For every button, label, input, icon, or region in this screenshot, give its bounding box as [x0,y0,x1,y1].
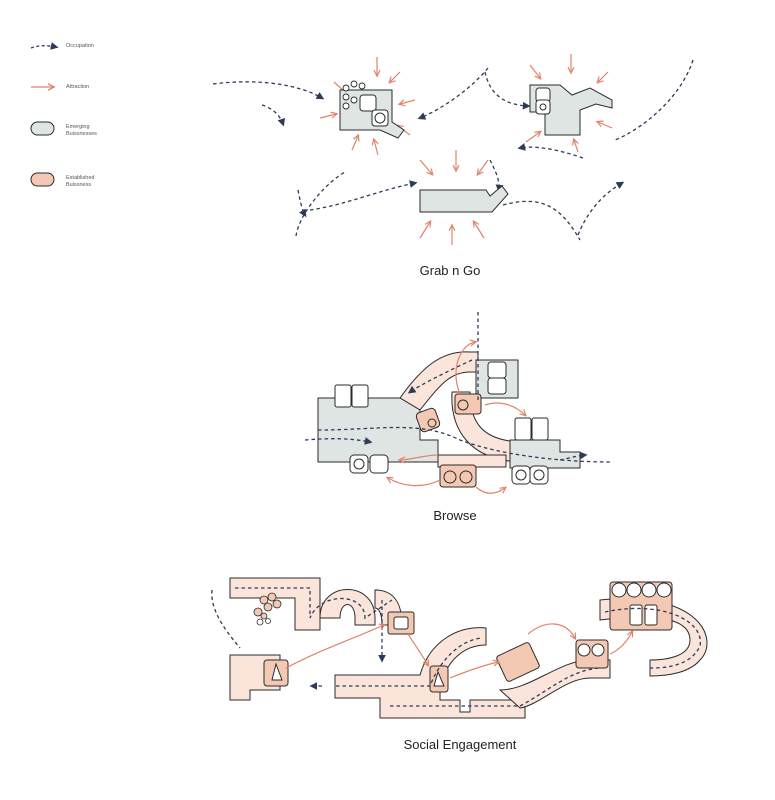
social-engagement-diagram [211,577,708,719]
browse-diagram [304,312,611,494]
grab-store-1 [339,80,405,139]
legend-emerging-icon [30,121,55,136]
title-social-engagement: Social Engagement [403,737,517,752]
title-grab-n-go: Grab n Go [419,263,481,278]
legend-occupation-label: Occupation [66,43,94,49]
title-browse: Browse [433,508,477,523]
legend-occupation-icon [30,42,59,50]
legend-established-label: Established Buissness [66,175,95,188]
grab-store-3 [419,185,509,213]
legend-emerging-label: Emerging Buissnesses [66,124,97,137]
legend-attraction-label: Attraction [66,84,90,90]
grab-n-go-diagram [212,54,694,245]
legend-established-icon [30,172,55,187]
legend [30,42,59,187]
grab-store-2 [529,84,613,136]
